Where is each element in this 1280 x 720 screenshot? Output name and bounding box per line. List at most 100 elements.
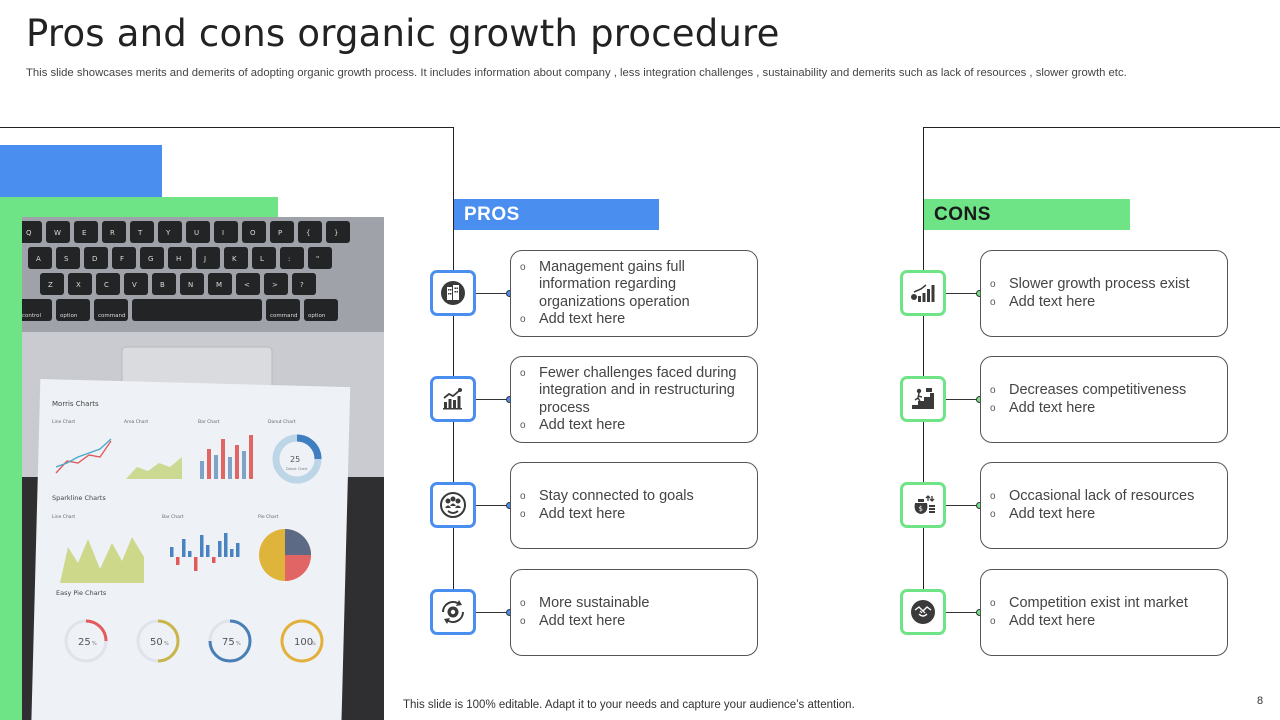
keyboard-key — [196, 247, 220, 269]
frame-line-cons-vertical — [923, 127, 924, 617]
keyboard-key-label: X — [76, 281, 81, 289]
sparkline-bar — [200, 535, 204, 557]
keyboard-key-label: C — [104, 281, 109, 289]
donut-value: 25 — [290, 455, 300, 464]
keyboard-key — [74, 221, 98, 243]
sparkline-heading: Sparkline Charts — [52, 494, 106, 502]
keyboard-key-label: I — [222, 229, 224, 237]
keyboard-key-label: H — [176, 255, 181, 263]
mini-label-4: Donut Chart — [268, 419, 296, 425]
keyboard-key — [242, 221, 266, 243]
pros-connector-2 — [476, 399, 510, 400]
sparkline-bar — [212, 557, 216, 563]
keyboard-key-label: S — [64, 255, 69, 263]
keyboard-key — [130, 221, 154, 243]
keyboard-key — [132, 299, 262, 321]
keyboard-key — [214, 221, 238, 243]
sparkline-bar — [170, 547, 174, 557]
keyboard-key-label: F — [120, 255, 124, 263]
mini-area-chart — [126, 457, 182, 479]
mini-line-chart-2 — [55, 438, 112, 468]
keyboard-key-label: K — [232, 255, 237, 263]
keyboard-key — [308, 247, 332, 269]
paper-heading: Morris Charts — [52, 400, 99, 408]
keyboard-key — [326, 221, 350, 243]
sparkline-bar — [218, 541, 222, 557]
keyboard-key-label: N — [188, 281, 193, 289]
keyboard-key — [102, 221, 126, 243]
keyboard-key-label: Y — [165, 229, 171, 237]
keyboard-key-label: J — [203, 255, 206, 263]
mini-label-3: Bar Chart — [198, 419, 220, 425]
keyboard-key-label: G — [148, 255, 153, 263]
keyboard-key-label: U — [194, 229, 199, 237]
keyboard-key — [304, 299, 338, 321]
keyboard-key — [40, 273, 64, 295]
mini-label-5: Line Chart — [52, 514, 75, 520]
keyboard-key — [264, 273, 288, 295]
keyboard-key — [112, 247, 136, 269]
pie-ring-arc — [157, 619, 180, 663]
pie-unit: % — [92, 641, 97, 647]
keyboard-key-label: V — [132, 281, 137, 289]
keyboard-key-label: control — [22, 313, 42, 319]
keyboard-key — [168, 247, 192, 269]
keyboard-key — [56, 299, 90, 321]
sparkline-bar — [194, 557, 198, 571]
cons-icon-box-4 — [900, 589, 946, 635]
keyboard-key-label: M — [216, 281, 222, 289]
keyboard-key — [68, 273, 92, 295]
keyboard-key — [96, 273, 120, 295]
keyboard-key — [84, 247, 108, 269]
pie-value: 100 — [294, 637, 313, 648]
keyboard-key-label: option — [308, 313, 326, 319]
keyboard-key-label: P — [278, 229, 282, 237]
keyboard-key — [152, 273, 176, 295]
keyboard-key — [22, 299, 52, 321]
keyboard-key — [208, 273, 232, 295]
svg-text:$: $ — [919, 505, 923, 513]
keyboard-key-label: " — [316, 255, 319, 263]
keyboard-key — [180, 273, 204, 295]
sparkline-bar — [206, 545, 210, 557]
cons-connector-1 — [946, 293, 980, 294]
pros-icon-box-1 — [430, 270, 476, 316]
keyboard-key-label: option — [60, 313, 78, 319]
mini-bar — [200, 461, 204, 479]
keyboard-key-label: Q — [26, 229, 32, 237]
pie-unit: % — [311, 641, 316, 647]
keyboard-key-label: W — [54, 229, 61, 237]
mini-bar — [207, 449, 211, 479]
easy-pie-heading: Easy Pie Charts — [56, 589, 107, 597]
sparkline-bar — [224, 533, 228, 557]
keyboard-key-label: E — [82, 229, 86, 237]
keyboard-key-label: command — [270, 313, 297, 319]
sparkline-bar — [176, 557, 180, 565]
frame-line-top-right — [923, 127, 1280, 128]
pie-ring-arc — [280, 619, 324, 663]
keyboard-key — [28, 247, 52, 269]
keyboard-key-label: } — [334, 229, 338, 237]
keyboard-key — [224, 247, 248, 269]
pie-value: 25 — [78, 637, 91, 648]
keyboard-key-label: A — [36, 255, 41, 263]
footer-note: This slide is 100% editable. Adapt it to… — [403, 699, 855, 711]
frame-line-top-left — [0, 127, 454, 128]
pie-value: 50 — [150, 637, 163, 648]
pros-header: PROS — [454, 199, 659, 230]
page-number: 8 — [1257, 695, 1264, 707]
keyboard-key — [252, 247, 276, 269]
keyboard-key — [186, 221, 210, 243]
handshake-icon — [911, 600, 935, 624]
sparkline-bars — [170, 533, 240, 571]
keyboard-key — [236, 273, 260, 295]
mini-label-6: Bar Chart — [162, 514, 184, 520]
